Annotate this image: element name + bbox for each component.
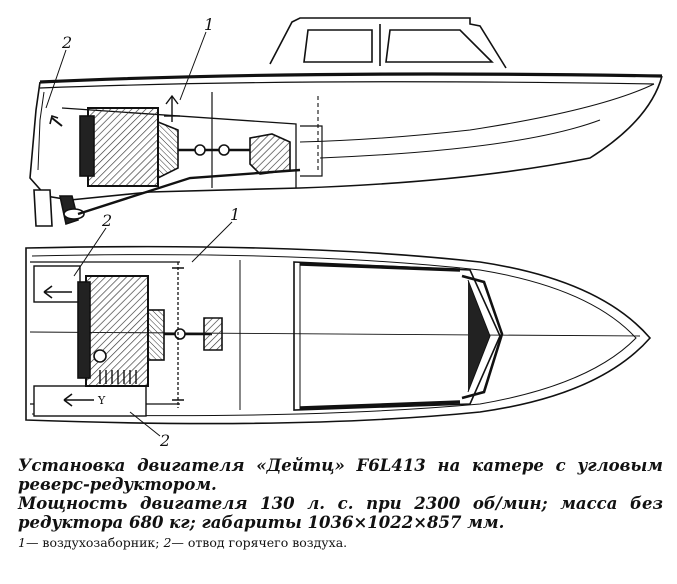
caption-line-1: Установка двигателя «Дейтц» F6L413 на ка…: [18, 456, 663, 475]
figure-caption: Установка двигателя «Дейтц» F6L413 на ка…: [18, 456, 663, 552]
top-callout-2-lower: 2: [159, 431, 170, 450]
transom: [29, 81, 71, 201]
gearbox-plan: [203, 317, 223, 351]
hot-air-duct-top: [33, 265, 81, 303]
side-callout-2: 2: [61, 33, 72, 52]
legend-num-1: 1: [18, 535, 26, 550]
top-view: [25, 221, 652, 437]
caption-line-4: редуктора 680 кг; габариты 1036×1022×857…: [18, 513, 505, 532]
top-callout-2-upper: 2: [101, 211, 112, 230]
engine-block-plan: [85, 275, 149, 387]
legend-text-1: — воздухозаборник;: [25, 535, 160, 550]
cabin-window-front: [303, 29, 373, 63]
hull-outline: [69, 75, 663, 201]
windscreen-plan: [461, 274, 504, 400]
side-callout-1: 1: [204, 15, 214, 34]
figure-legend: 1— воздухозаборник; 2— отвод горячего во…: [18, 534, 663, 552]
reverse-gearbox: [249, 133, 291, 175]
hot-air-duct-bottom: [33, 385, 147, 417]
caption-line-3: Мощность двигателя 130 л. с. при 2300 об…: [18, 494, 663, 513]
caption-line-2: реверс-редуктором.: [18, 475, 217, 494]
side-view: [29, 17, 663, 227]
cabin-outline: [269, 17, 507, 69]
engine-block-side: [87, 107, 159, 187]
arrow-marker: Y: [97, 394, 106, 407]
rudder: [33, 189, 53, 227]
legend-num-2: 2: [163, 535, 172, 550]
engine-installation-drawing: 2 1: [25, 15, 663, 450]
legend-text-2: — отвод горячего воздуха.: [171, 535, 348, 550]
hull-plan: [25, 245, 652, 425]
deck-line: [39, 72, 663, 84]
top-callout-1: 1: [230, 205, 240, 224]
cabin-window-rear: [385, 29, 494, 63]
